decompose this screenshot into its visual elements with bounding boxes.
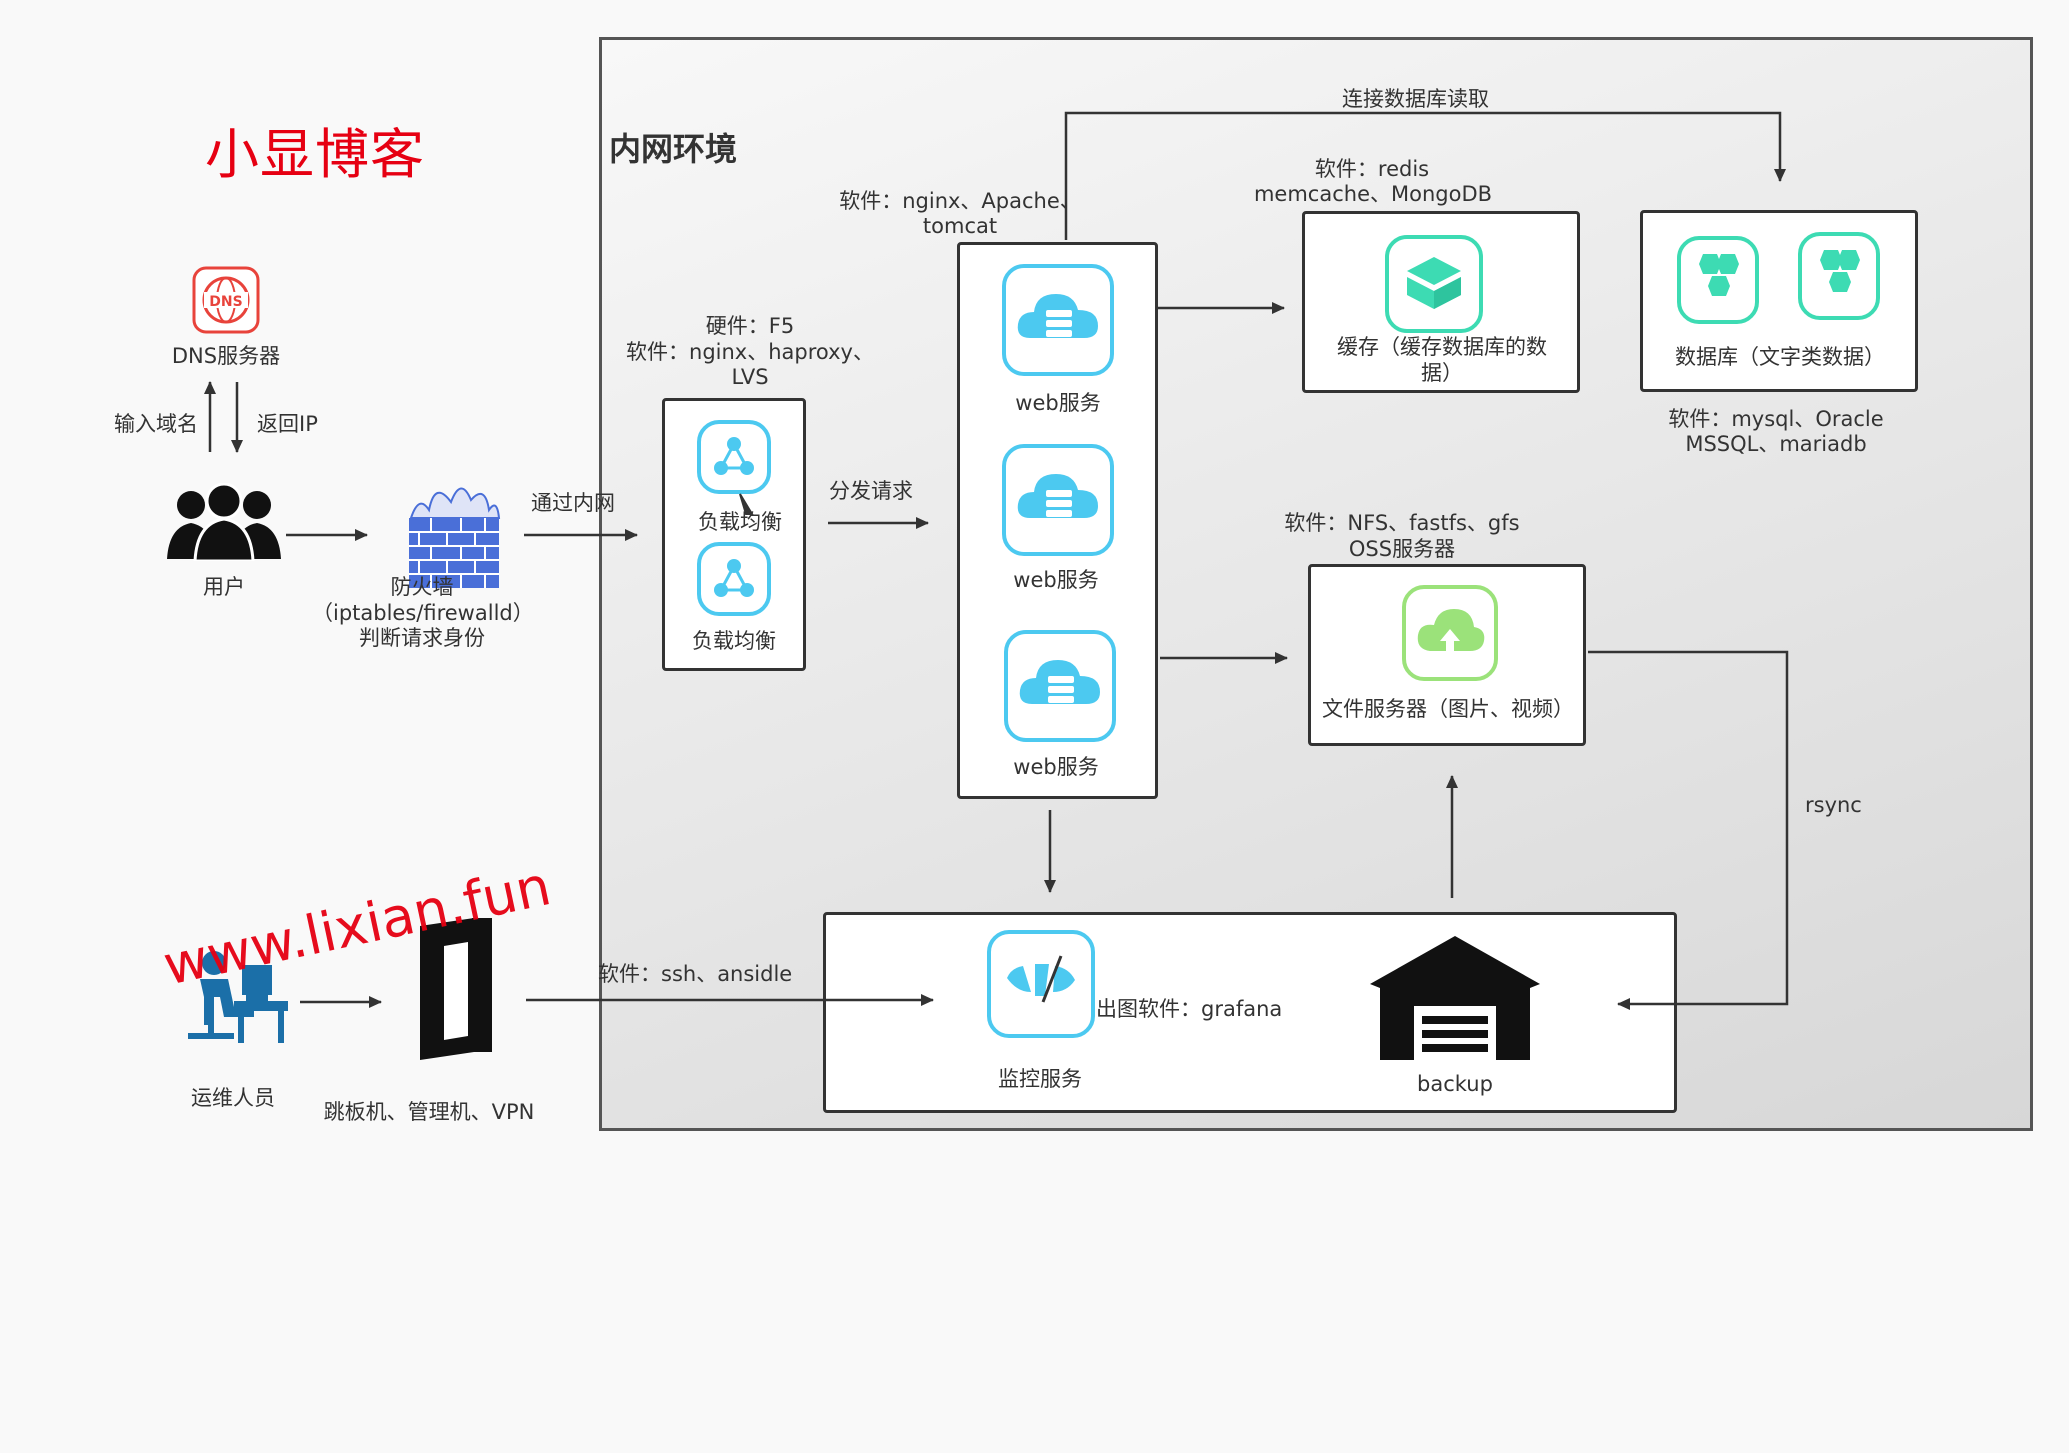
- file-server-label: 文件服务器（图片、视频）: [1322, 697, 1574, 721]
- inner-network-title: 内网环境: [609, 130, 738, 168]
- lb-software-2: 软件：nginx、haproxy、: [626, 340, 874, 364]
- web-2-label: web服务: [1013, 568, 1099, 592]
- web-3-label: web服务: [1013, 755, 1099, 779]
- edge-label-db-read: 连接数据库读取: [1342, 87, 1489, 111]
- svg-text:DNS: DNS: [209, 294, 242, 310]
- jump-host-door-icon: [418, 918, 494, 1060]
- database-1-icon: [1677, 236, 1759, 324]
- firewall-label-2: （iptables/firewalld）: [312, 601, 534, 625]
- edge-label-ssh: 软件：ssh、ansidle: [598, 962, 793, 986]
- cache-label-1: 缓存（缓存数据库的数: [1337, 335, 1547, 359]
- file-software-2: OSS服务器: [1348, 537, 1456, 561]
- lb-1-label: 负载均衡: [698, 510, 782, 534]
- backup-warehouse-icon: [1370, 936, 1540, 1060]
- load-balancer-2-icon: [697, 542, 771, 616]
- dns-icon: DNS: [192, 266, 260, 334]
- cache-label-2: 据）: [1421, 361, 1463, 385]
- dns-label: DNS服务器: [171, 344, 281, 368]
- database-label: 数据库（文字类数据）: [1675, 345, 1885, 369]
- cache-software-2: memcache、MongoDB: [1253, 182, 1493, 206]
- lb-software-1: 硬件：F5: [705, 314, 795, 338]
- lb-software-3: LVS: [731, 365, 769, 389]
- firewall-label-1: 防火墙: [390, 575, 454, 599]
- monitor-gauge-icon: [987, 930, 1095, 1038]
- monitor-label: 监控服务: [998, 1067, 1082, 1091]
- lb-2-label: 负载均衡: [692, 629, 776, 653]
- web-1-label: web服务: [1015, 391, 1101, 415]
- cache-software-1: 软件：redis: [1314, 157, 1430, 181]
- blog-title: 小显博客: [205, 123, 425, 186]
- edge-label-input-domain: 输入域名: [114, 412, 198, 436]
- load-balancer-1-icon: [697, 420, 771, 494]
- backup-label: backup: [1417, 1072, 1493, 1096]
- web-software-1: 软件：nginx、Apache、: [839, 189, 1081, 213]
- edge-label-return-ip: 返回IP: [257, 412, 318, 436]
- monitor-software: 出图软件：grafana: [1096, 997, 1283, 1021]
- monitor-backup-box: [823, 912, 1677, 1113]
- cache-icon: [1385, 235, 1483, 333]
- users-icon: [163, 482, 285, 563]
- web-service-3-icon: [1004, 630, 1116, 742]
- database-2-icon: [1798, 232, 1880, 320]
- db-software-1: 软件：mysql、Oracle: [1668, 407, 1884, 431]
- cursor-arrow-icon: [739, 493, 754, 515]
- user-label: 用户: [203, 575, 245, 599]
- edge-label-via-intranet: 通过内网: [531, 491, 615, 515]
- jump-host-label: 跳板机、管理机、VPN: [323, 1100, 535, 1124]
- web-service-1-icon: [1002, 264, 1114, 376]
- edge-web-db-read: [1064, 111, 1786, 240]
- edge-rsync: [1588, 650, 1789, 1010]
- web-software-2: tomcat: [922, 214, 998, 238]
- file-software-1: 软件：NFS、fastfs、gfs: [1284, 511, 1520, 535]
- edge-label-dispatch: 分发请求: [829, 479, 913, 503]
- db-software-2: MSSQL、mariadb: [1685, 432, 1867, 456]
- web-service-2-icon: [1002, 444, 1114, 556]
- ops-label: 运维人员: [191, 1086, 275, 1110]
- edge-label-rsync: rsync: [1805, 793, 1862, 817]
- firewall-label-3: 判断请求身份: [359, 626, 485, 650]
- firewall-icon: [405, 474, 503, 590]
- ops-person-icon: [184, 947, 290, 1047]
- file-server-icon: [1402, 585, 1498, 681]
